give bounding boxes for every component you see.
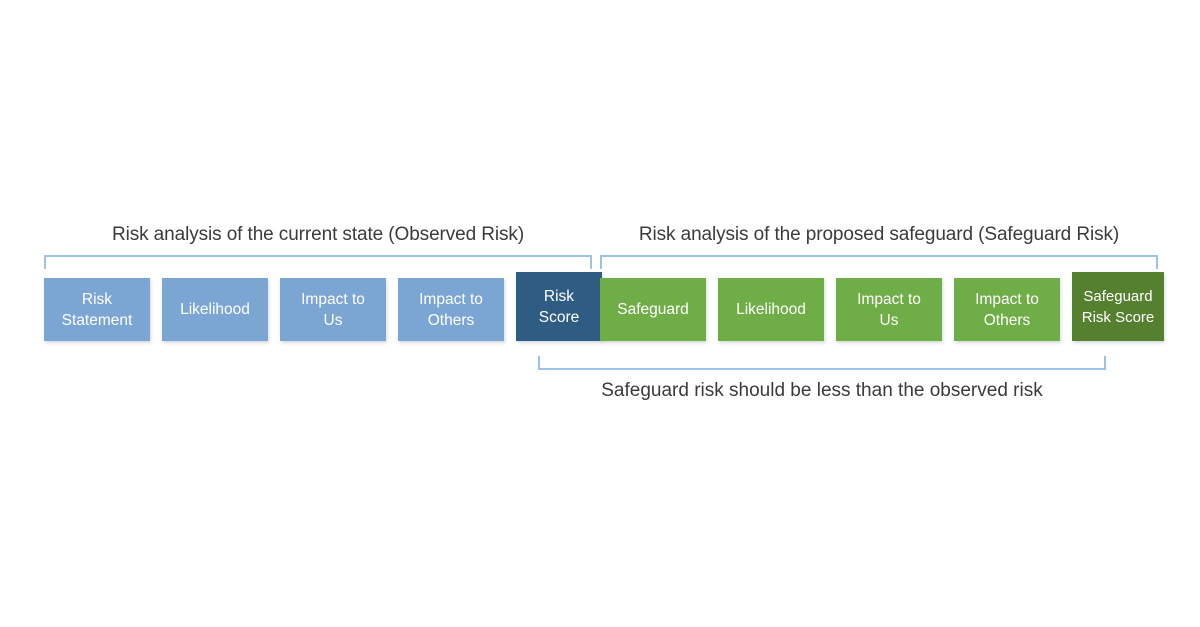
chip-safeguard-risk-score[interactable]: Safeguard Risk Score (1072, 272, 1164, 341)
chip-impact-to-us-safeguard[interactable]: Impact to Us (836, 278, 942, 341)
safeguard-risk-heading: Risk analysis of the proposed safeguard … (638, 224, 1120, 245)
chip-risk-statement[interactable]: Risk Statement (44, 278, 150, 341)
comparison-bracket (538, 356, 1106, 370)
observed-risk-row: Risk Statement Likelihood Impact to Us I… (44, 272, 602, 341)
observed-risk-bracket (44, 255, 592, 269)
chip-likelihood-observed[interactable]: Likelihood (162, 278, 268, 341)
chip-likelihood-safeguard[interactable]: Likelihood (718, 278, 824, 341)
chip-impact-to-others-safeguard[interactable]: Impact to Others (954, 278, 1060, 341)
comparison-caption: Safeguard risk should be less than the o… (601, 380, 1043, 401)
chip-impact-to-us-observed[interactable]: Impact to Us (280, 278, 386, 341)
observed-risk-heading: Risk analysis of the current state (Obse… (111, 224, 525, 245)
chip-risk-score[interactable]: Risk Score (516, 272, 602, 341)
chip-impact-to-others-observed[interactable]: Impact to Others (398, 278, 504, 341)
chip-safeguard[interactable]: Safeguard (600, 278, 706, 341)
safeguard-risk-bracket (600, 255, 1158, 269)
safeguard-risk-row: Safeguard Likelihood Impact to Us Impact… (600, 272, 1164, 341)
